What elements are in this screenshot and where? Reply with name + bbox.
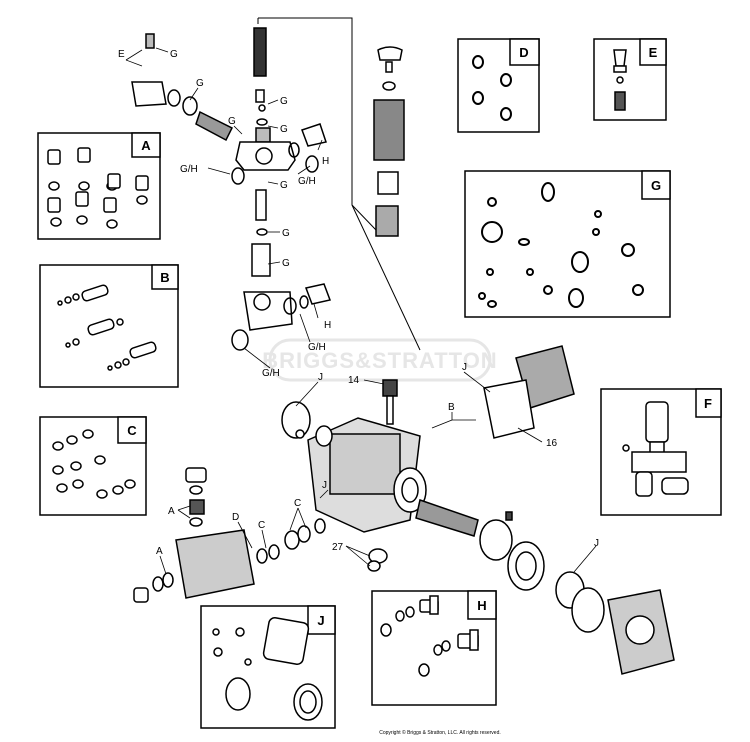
callout-j: J bbox=[318, 372, 323, 383]
callout-g: G bbox=[282, 258, 290, 269]
filter-assembly bbox=[351, 30, 421, 351]
kit-label-j: J bbox=[317, 613, 324, 628]
callout-g: G bbox=[228, 116, 236, 127]
callout-g: G bbox=[170, 49, 178, 60]
kit-label-f: F bbox=[704, 396, 712, 411]
callout-27: 27 bbox=[332, 542, 344, 553]
callout-g: G bbox=[280, 180, 288, 191]
callout-g: G bbox=[280, 96, 288, 107]
kit-label-d: D bbox=[519, 45, 528, 60]
kit-label-c: C bbox=[127, 423, 137, 438]
crankshaft bbox=[415, 499, 675, 675]
kit-box-b: B bbox=[39, 264, 179, 388]
callout-gh: G/H bbox=[298, 176, 316, 187]
callout-gh: G/H bbox=[180, 164, 198, 175]
crankcase-cover bbox=[483, 345, 575, 439]
kit-box-f: F bbox=[600, 388, 722, 516]
callouts bbox=[125, 47, 597, 575]
callout-h: H bbox=[322, 156, 329, 167]
pump-block bbox=[281, 379, 427, 533]
kit-label-a: A bbox=[141, 138, 151, 153]
callout-a: A bbox=[168, 506, 175, 517]
pump-nozzle-assembly bbox=[131, 33, 234, 142]
svg-text:BRIGGS&STRATTON: BRIGGS&STRATTON bbox=[262, 348, 497, 373]
callout-e: E bbox=[118, 49, 125, 60]
callout-j: J bbox=[462, 362, 467, 373]
callout-16: 16 bbox=[546, 438, 558, 449]
kit-label-h: H bbox=[477, 598, 486, 613]
callout-text: E G G G G G H G/H G/H G G G H G/H G/H J … bbox=[118, 49, 599, 557]
callout-gh: G/H bbox=[308, 342, 326, 353]
callout-j: J bbox=[322, 480, 327, 491]
callout-g: G bbox=[196, 78, 204, 89]
callout-d: D bbox=[232, 512, 239, 523]
kit-box-a: A bbox=[37, 132, 161, 240]
connector-rings bbox=[231, 123, 332, 351]
kit-label-g: G bbox=[651, 178, 661, 193]
kit-box-g: G bbox=[464, 170, 671, 318]
callout-j: J bbox=[594, 538, 599, 549]
callout-gh: G/H bbox=[262, 368, 280, 379]
callout-b: B bbox=[448, 402, 455, 413]
callout-c: C bbox=[258, 520, 265, 531]
callout-g: G bbox=[282, 228, 290, 239]
kit-box-h: H bbox=[371, 590, 497, 706]
kit-box-j: J bbox=[200, 605, 336, 729]
callout-14: 14 bbox=[348, 375, 360, 386]
watermark: BRIGGS&STRATTON bbox=[262, 338, 497, 382]
callout-c: C bbox=[294, 498, 301, 509]
copyright-notice: Copyright © Briggs & Stratton, LLC. All … bbox=[379, 729, 501, 736]
callout-g: G bbox=[280, 124, 288, 135]
callout-a: A bbox=[156, 546, 163, 557]
unloader-valve-assembly bbox=[235, 17, 353, 331]
manifold-block bbox=[133, 467, 388, 603]
kit-box-d: D bbox=[457, 38, 540, 133]
kit-label-e: E bbox=[649, 45, 658, 60]
kit-label-b: B bbox=[160, 270, 169, 285]
callout-h: H bbox=[324, 320, 331, 331]
kit-box-c: C bbox=[39, 416, 147, 516]
kit-box-e: E bbox=[593, 38, 667, 121]
